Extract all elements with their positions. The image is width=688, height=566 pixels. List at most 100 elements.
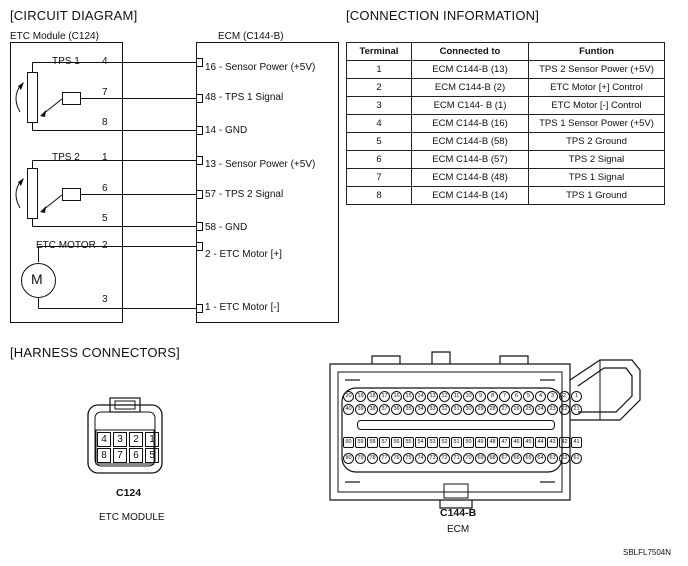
c144b-pin: 20: [343, 391, 354, 402]
figure-code: SBLFL7504N: [623, 548, 672, 557]
c144b-pin: 69: [475, 453, 486, 464]
cell-function: TPS 1 Ground: [528, 186, 665, 205]
circuit-diagram-title: [CIRCUIT DIAGRAM]: [10, 8, 138, 23]
c144b-pin: 28: [487, 404, 498, 415]
c144b-pin: 71: [451, 453, 462, 464]
harness-connectors-title: [HARNESS CONNECTORS]: [10, 345, 180, 360]
c144b-pin: 65: [523, 453, 534, 464]
c144b-pin: 42: [559, 437, 570, 448]
c144b-pin: 34: [415, 404, 426, 415]
c144b-pin: 35: [403, 404, 414, 415]
module-pin-5: 5: [102, 213, 108, 224]
c144b-caption: ECM: [447, 524, 470, 535]
c144b-pin: 22: [559, 404, 570, 415]
c144b-pin: 74: [415, 453, 426, 464]
ecm-pin-13: 13 - Sensor Power (+5V): [205, 159, 316, 170]
cell-connected-to: ECM C144-B (14): [411, 186, 529, 205]
c144b-pin: 76: [391, 453, 402, 464]
c144b-pin: 5: [523, 391, 534, 402]
c144b-pin: 13: [427, 391, 438, 402]
etc-motor-label: ETC MOTOR: [36, 240, 96, 251]
c144b-pin: 40: [343, 404, 354, 415]
c144b-pin: 16: [391, 391, 402, 402]
c144b-pin: 8: [487, 391, 498, 402]
c124-pin: 5: [145, 448, 159, 463]
ecm-pin-48: 48 - TPS 1 Signal: [205, 92, 284, 103]
etc-module-label: ETC Module (C124): [10, 31, 99, 42]
c124-pin: 8: [97, 448, 111, 463]
c144b-pin: 58: [367, 437, 378, 448]
c144b-pin: 45: [523, 437, 534, 448]
c144b-pin: 1: [571, 391, 582, 402]
module-pin-8: 8: [102, 117, 108, 128]
module-pin-4: 4: [102, 56, 108, 67]
c144b-pin: 3: [547, 391, 558, 402]
c144b-pin: 36: [391, 404, 402, 415]
c124-pin-block: [95, 429, 155, 465]
c144b-pin: 14: [415, 391, 426, 402]
c144b-pin: 55: [403, 437, 414, 448]
c144b-pin: 7: [499, 391, 510, 402]
c144b-pin: 32: [439, 404, 450, 415]
tps1-label: TPS 1: [52, 56, 80, 67]
ecm-pin-14: 14 - GND: [205, 125, 248, 136]
c144b-pin: 53: [427, 437, 438, 448]
c144b-pin: 31: [451, 404, 462, 415]
c144b-pin: 68: [487, 453, 498, 464]
c144b-pin: 26: [511, 404, 522, 415]
c144b-pin: 64: [535, 453, 546, 464]
c144b-pin: 37: [379, 404, 390, 415]
module-pin-3: 3: [102, 294, 108, 305]
etc-motor-symbol: [21, 263, 56, 298]
c124-pin: 6: [129, 448, 143, 463]
etc-module-box: [10, 42, 123, 323]
c144b-pin: 49: [475, 437, 486, 448]
c144b-pin: 59: [355, 437, 366, 448]
c144b-pin: 50: [463, 437, 474, 448]
ecm-connector-tabs: [196, 58, 203, 313]
table-header-row: Terminal Connected to Funtion: [346, 42, 665, 61]
c124-caption: ETC MODULE: [99, 512, 165, 523]
c144b-pin: 39: [355, 404, 366, 415]
c144b-pin: 38: [367, 404, 378, 415]
c144b-pin: 33: [427, 404, 438, 415]
c124-pin: 3: [113, 432, 127, 447]
c144b-pin: 72: [439, 453, 450, 464]
tps2-label: TPS 2: [52, 152, 80, 163]
c144b-pin: 46: [511, 437, 522, 448]
c144b-pin: 11: [451, 391, 462, 402]
c144b-pin: 18: [367, 391, 378, 402]
c144b-pin: 44: [535, 437, 546, 448]
ecm-box: [196, 42, 339, 323]
c144b-pin: 23: [547, 404, 558, 415]
tps2-rotation-arrow: [15, 181, 21, 209]
ecm-pin-58: 58 - GND: [205, 222, 248, 233]
c144b-pin: 17: [379, 391, 390, 402]
c144b-pin: 70: [463, 453, 474, 464]
c124-outer-shell: [87, 404, 163, 474]
c144b-pin: 67: [499, 453, 510, 464]
ecm-label: ECM (C144-B): [218, 31, 284, 42]
c144b-pin: 75: [403, 453, 414, 464]
c144b-pin: 47: [499, 437, 510, 448]
c144b-pin: 54: [415, 437, 426, 448]
c144b-pin: 78: [367, 453, 378, 464]
connection-info-title: [CONNECTION INFORMATION]: [346, 8, 540, 23]
c124-pin: 7: [113, 448, 127, 463]
ecm-pin-2: 2 - ETC Motor [+]: [205, 249, 282, 260]
c144b-pin: 56: [391, 437, 402, 448]
ecm-pin-57: 57 - TPS 2 Signal: [205, 189, 284, 200]
c144b-pin: 9: [475, 391, 486, 402]
c144b-pin: 62: [559, 453, 570, 464]
c144b-pin: 60: [343, 437, 354, 448]
